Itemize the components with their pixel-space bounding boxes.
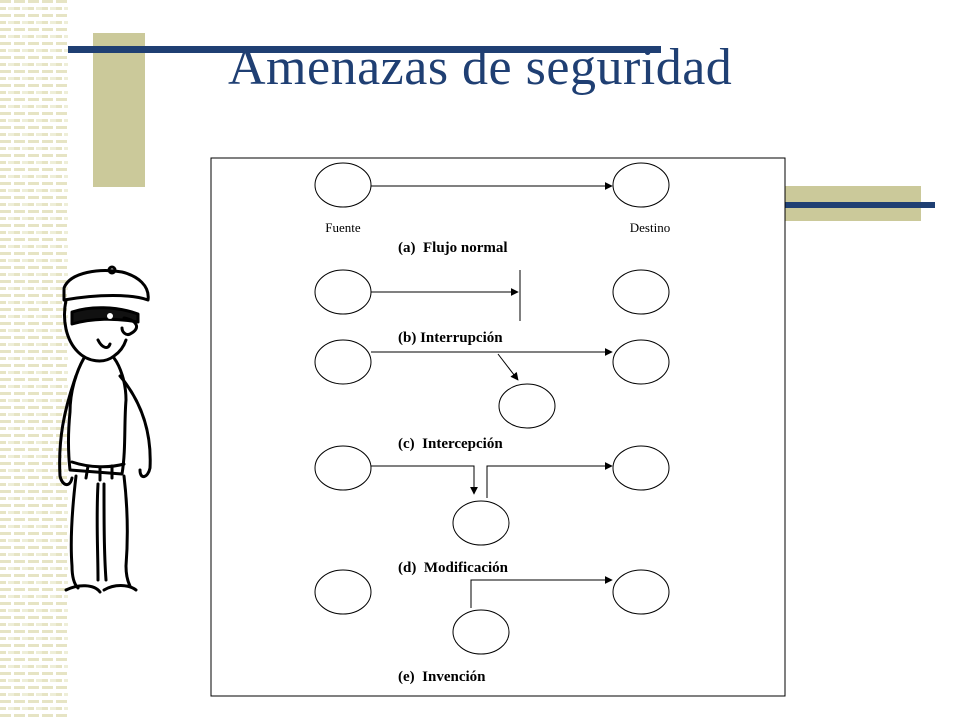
thief-eye	[107, 313, 113, 319]
caption-a: (a) Flujo normal	[398, 240, 508, 256]
page-title: Amenazas de seguridad	[228, 39, 733, 96]
e-destination-node	[612, 569, 670, 615]
a-source-node	[314, 162, 372, 208]
thief-left-arm	[58, 374, 78, 486]
e-intruder-node	[452, 609, 510, 655]
accent-bar-left	[93, 33, 145, 187]
c-destination-node	[612, 339, 670, 385]
destination-label: Destino	[630, 220, 670, 235]
thief-right-leg	[122, 474, 132, 588]
diagram-frame	[210, 157, 786, 697]
caption-d: (d) Modificación	[398, 560, 509, 576]
caption-c: (c) Intercepción	[398, 436, 503, 452]
d-source-to-intruder-arrow	[371, 465, 478, 495]
left-hatched-stripe	[0, 0, 68, 720]
thief-inner-legs	[95, 482, 108, 582]
thief-head	[63, 298, 128, 363]
title-rule	[68, 46, 661, 53]
source-label: Fuente	[325, 220, 361, 235]
e-source-node	[314, 569, 372, 615]
a-destination-node	[612, 162, 670, 208]
c-intruder-node	[498, 383, 556, 429]
c-source-node	[314, 339, 372, 385]
thief-cap	[62, 269, 150, 302]
d-destination-node	[612, 445, 670, 491]
thief-body	[67, 356, 128, 476]
thief-right-foot	[102, 584, 138, 592]
thief-left-leg	[69, 474, 80, 590]
e-fabrication-arrow	[470, 576, 613, 608]
thief-nose	[120, 316, 139, 336]
thief-right-arm	[118, 374, 152, 478]
thief-mouth	[96, 338, 112, 349]
b-destination-node	[612, 269, 670, 315]
c-intercept-arrow	[497, 353, 519, 381]
caption-b: (b) Interrupción	[398, 330, 503, 346]
thief-left-foot	[64, 584, 102, 594]
d-intruder-to-destination-arrow	[486, 462, 613, 498]
caption-e: (e) Invención	[398, 669, 486, 685]
thief-mask	[70, 306, 140, 326]
d-source-node	[314, 445, 372, 491]
right-rule	[685, 202, 935, 208]
thief-cap-button	[107, 265, 117, 275]
d-intruder-node	[452, 500, 510, 546]
